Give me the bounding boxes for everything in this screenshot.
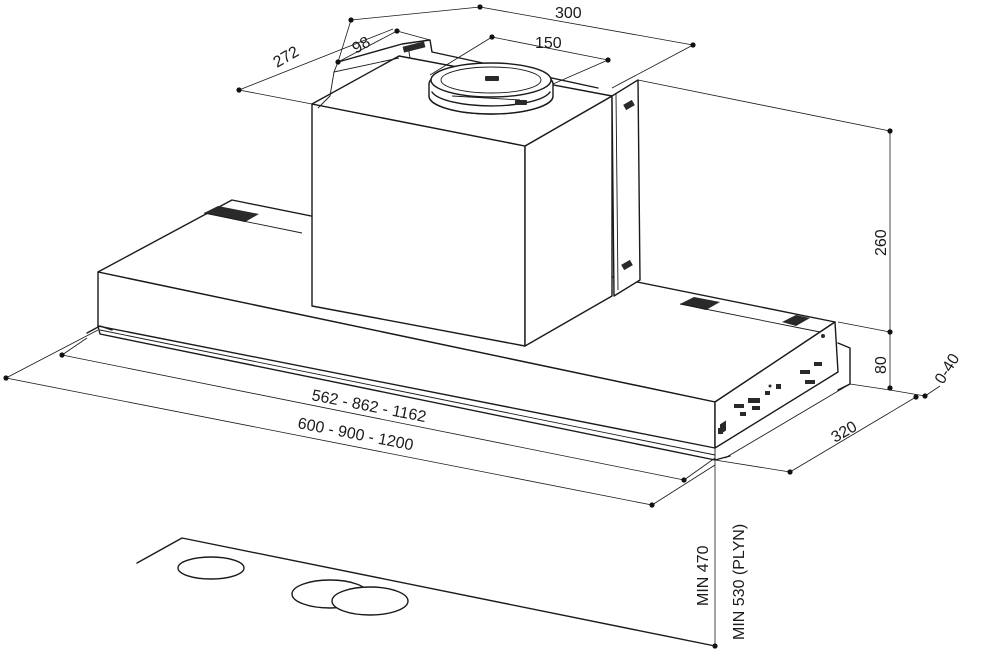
hood-chimney bbox=[311, 39, 641, 347]
control-panel-details bbox=[718, 334, 825, 434]
dimension-lines bbox=[3, 4, 941, 649]
dim-label-320: 320 bbox=[829, 418, 861, 446]
dim-label-300: 300 bbox=[555, 5, 582, 22]
dim-label-98: 98 bbox=[350, 34, 374, 58]
dim-label-80: 80 bbox=[873, 356, 890, 374]
duct-collar bbox=[428, 62, 554, 115]
dim-label-150: 150 bbox=[535, 35, 562, 52]
dim-label-outer-widths: 600 - 900 - 1200 bbox=[296, 415, 415, 454]
dim-label-0-40: 0-40 bbox=[932, 351, 963, 387]
dim-label-260: 260 bbox=[873, 229, 890, 256]
dim-label-min-530-plyn: MIN 530 (PLYN) bbox=[731, 524, 748, 640]
dim-label-min-470: MIN 470 bbox=[695, 545, 712, 606]
cooktop bbox=[136, 537, 716, 647]
